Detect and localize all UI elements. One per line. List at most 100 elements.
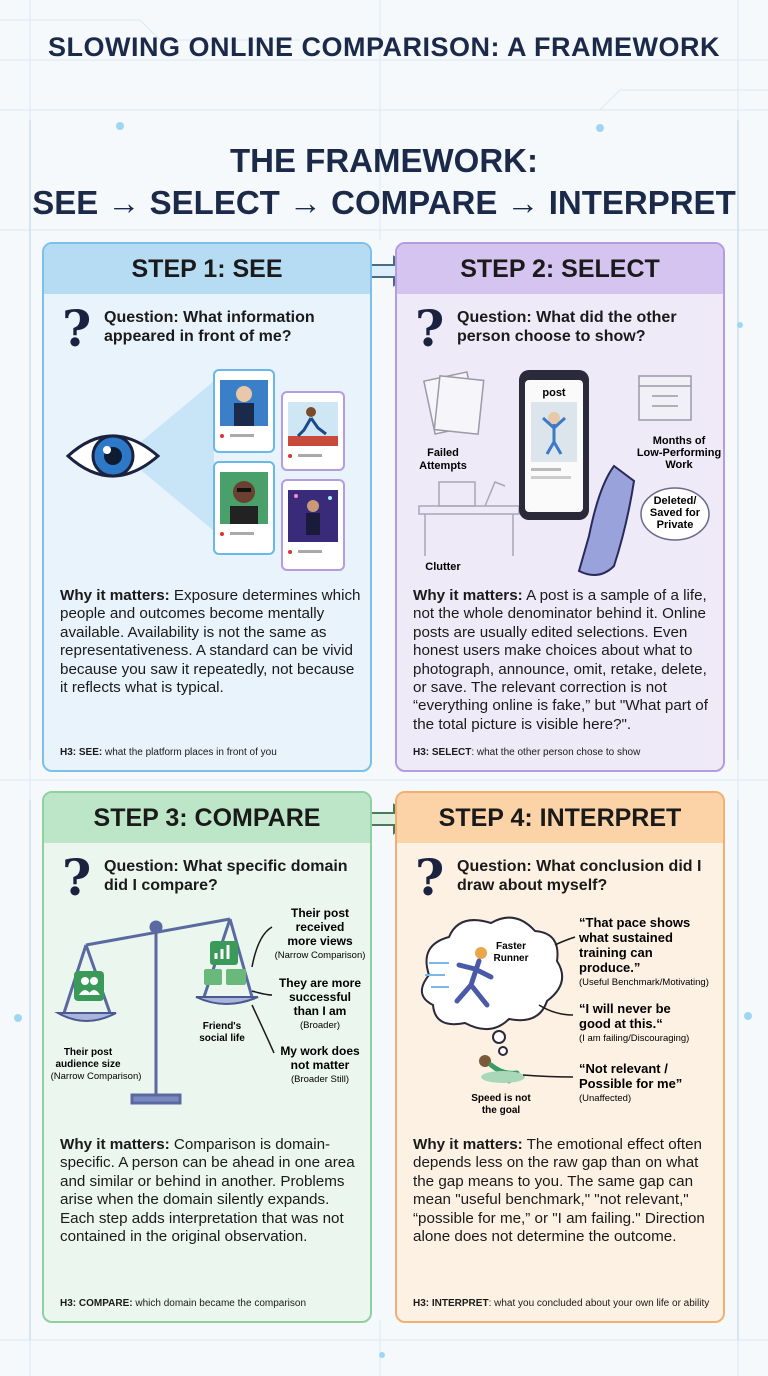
q1-note: (Useful Benchmark/Motivating): [579, 977, 709, 988]
failed-label-2: Attempts: [419, 460, 467, 472]
months-label-3: Work: [665, 459, 693, 471]
why-text: Comparison is domain-specific. A person …: [60, 1136, 355, 1246]
question-mark-icon: ?: [62, 299, 92, 358]
post-label: post: [542, 387, 566, 399]
q1-line-3: training can: [579, 945, 653, 960]
calendar-icon: [638, 375, 692, 421]
r1-line-3: more views: [287, 934, 353, 948]
question-mark-icon: ?: [62, 848, 92, 907]
r2-note: (Broader): [300, 1020, 340, 1031]
r2-line-2: successful: [289, 990, 351, 1004]
step-3-question-text: Question: What specific domain did I com…: [104, 858, 348, 894]
step-3-question: ? Question: What specific domain did I c…: [62, 853, 362, 903]
r3-line-2: not matter: [291, 1058, 350, 1072]
left-label-3: (Narrow Comparison): [51, 1071, 142, 1082]
r1-note: (Narrow Comparison): [275, 950, 366, 961]
step-2-footer: H3: SELECT: what the other person chose …: [413, 747, 640, 758]
friend-label-1: Friend's: [203, 1021, 242, 1032]
chart-icon: [210, 941, 238, 965]
social-post-icon: [213, 369, 275, 453]
phone-icon: [519, 370, 636, 576]
page-title: SLOWING ONLINE COMPARISON: A FRAMEWORK: [48, 32, 720, 62]
step-1-why: Why it matters: Exposure determines whic…: [60, 587, 362, 697]
months-label-1: Months of: [653, 435, 706, 447]
speed-line-2: the goal: [482, 1105, 521, 1116]
why-text: A post is a sample of a life, not the wh…: [413, 587, 708, 733]
step-3-card: STEP 3: COMPARE ? Question: What specifi…: [42, 791, 372, 1323]
left-label-2: audience size: [55, 1059, 120, 1070]
step-3-why: Why it matters: Comparison is domain-spe…: [60, 1136, 362, 1246]
step-4-why: Why it matters: The emotional effect oft…: [413, 1136, 715, 1246]
why-label: Why it matters:: [413, 587, 523, 604]
balance-scale-illustration: Friend's social life Their post audience…: [51, 906, 366, 1105]
step-3-footer: H3: COMPARE: which domain became the com…: [60, 1298, 306, 1309]
clutter-label: Clutter: [425, 561, 461, 573]
money-icon: [204, 969, 222, 985]
q3-line-2: Possible for me”: [579, 1076, 682, 1091]
footer-label: H3: COMPARE:: [60, 1298, 133, 1309]
footer-label: H3: SEE:: [60, 747, 103, 758]
resting-person-icon: [479, 1055, 525, 1084]
friend-label-2: social life: [199, 1033, 245, 1044]
step-1-question-text: Question: What information appeared in f…: [104, 309, 315, 345]
social-post-icon: [281, 391, 345, 471]
framework-title: THE FRAMEWORK: SEE → SELECT → COMPARE → …: [0, 140, 768, 224]
step-4-header: STEP 4: INTERPRET: [397, 793, 723, 843]
social-post-icon: [281, 479, 345, 571]
step-4-footer: H3: INTERPRET: what you concluded about …: [413, 1298, 709, 1309]
step-4-card: STEP 4: INTERPRET ? Question: What concl…: [395, 791, 725, 1323]
r3-line-1: My work does: [280, 1044, 360, 1058]
phone-selection-illustration: Failed Attempts Clutter post Months of L…: [418, 370, 721, 576]
step-2-header: STEP 2: SELECT: [397, 244, 723, 294]
step-1-header: STEP 1: SEE: [44, 244, 370, 294]
eye-icon: [65, 434, 161, 478]
footer-text: : what you concluded about your own life…: [488, 1298, 710, 1309]
step-4-question-text: Question: What conclusion did I draw abo…: [457, 858, 702, 894]
question-mark-icon: ?: [415, 848, 445, 907]
faster-line-1: Faster: [496, 941, 526, 952]
step-1-footer: H3: SEE: what the platform places in fro…: [60, 747, 277, 758]
months-label-2: Low-Performing: [637, 447, 721, 459]
r2-line-3: than I am: [294, 1004, 347, 1018]
r2-line-1: They are more: [279, 976, 361, 990]
q3-line-1: “Not relevant /: [579, 1061, 668, 1076]
r1-line-2: received: [296, 920, 345, 934]
thought-interpretation-illustration: Faster Runner Speed is not the goal “Tha…: [421, 915, 709, 1116]
step-2-card: STEP 2: SELECT ? Question: What did the …: [395, 242, 725, 772]
step-1-card: STEP 1: SEE ? Question: What information…: [42, 242, 372, 772]
step-2-why: Why it matters: A post is a sample of a …: [413, 587, 715, 734]
why-text: The emotional effect often depends less …: [413, 1136, 705, 1246]
step-3-header: STEP 3: COMPARE: [44, 793, 370, 843]
faster-line-2: Runner: [494, 953, 529, 964]
q2-line-1: “I will never be: [579, 1001, 671, 1016]
why-text: Exposure determines which people and out…: [60, 587, 361, 697]
footer-text: which domain became the comparison: [132, 1298, 307, 1309]
q3-note: (Unaffected): [579, 1093, 631, 1104]
r3-note: (Broader Still): [291, 1074, 349, 1085]
left-label-1: Their post: [64, 1047, 113, 1058]
framework-line-2: SEE → SELECT → COMPARE → INTERPRET: [32, 184, 736, 221]
footer-text: what the platform places in front of you: [102, 747, 277, 758]
why-label: Why it matters:: [60, 587, 170, 604]
footer-text: : what the other person chose to show: [471, 747, 641, 758]
why-label: Why it matters:: [413, 1136, 523, 1153]
desk-icon: [418, 481, 520, 556]
footer-label: H3: SELECT: [413, 747, 472, 758]
why-label: Why it matters:: [60, 1136, 170, 1153]
q2-note: (I am failing/Discouraging): [579, 1033, 689, 1044]
framework-line-1: THE FRAMEWORK:: [230, 142, 538, 179]
connector-arrows: [522, 936, 576, 1078]
step-4-question: ? Question: What conclusion did I draw a…: [415, 853, 715, 903]
speed-line-1: Speed is not: [471, 1093, 531, 1104]
footer-label: H3: INTERPRET: [413, 1298, 489, 1309]
runner-icon: [425, 947, 494, 1008]
step-1-question: ? Question: What information appeared in…: [62, 304, 362, 354]
deleted-label-1: Deleted/: [654, 495, 697, 507]
q1-line-1: “That pace shows: [579, 915, 690, 930]
question-mark-icon: ?: [415, 299, 445, 358]
eye-feed-illustration: [65, 369, 345, 571]
q2-line-2: good at this.“: [579, 1016, 663, 1031]
step-2-question: ? Question: What did the other person ch…: [415, 304, 715, 354]
q1-line-4: produce.”: [579, 960, 640, 975]
social-post-icon: [213, 461, 275, 555]
